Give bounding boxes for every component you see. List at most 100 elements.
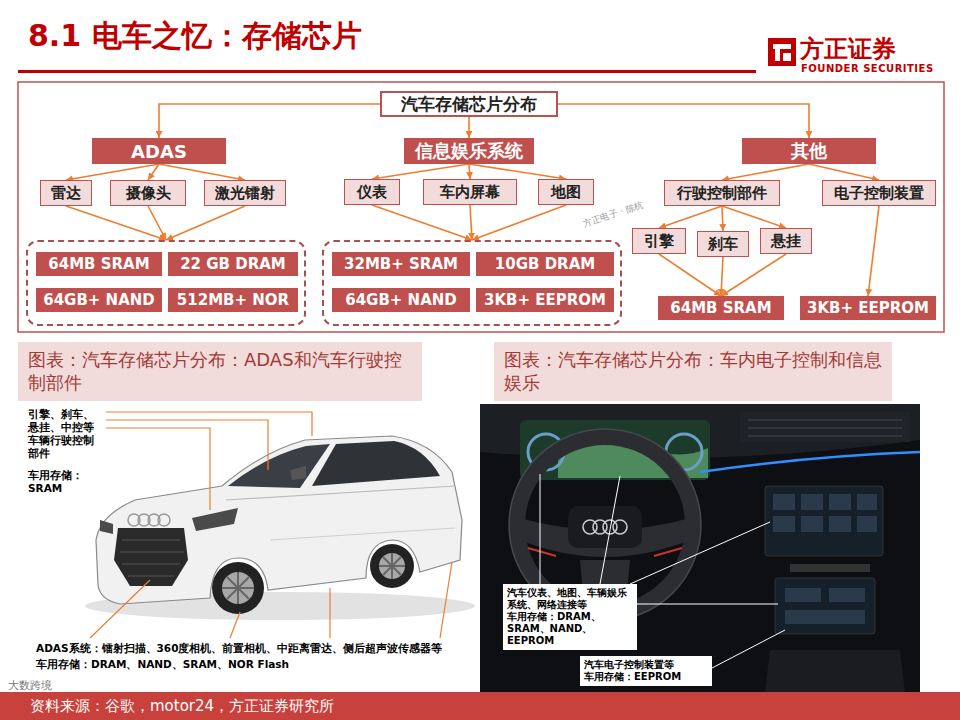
brand-name-en: FOUNDER SECURITIES <box>801 63 934 74</box>
subcategory-box: 雷达 <box>40 180 92 206</box>
memory-label: 64MB SRAM <box>48 255 149 273</box>
caption-band: 图表：汽车存储芯片分布：车内电子控制和信息娱乐 <box>494 342 892 401</box>
callout-box: 汽车电子控制装置等车用存储：EEPROM <box>580 656 712 686</box>
brand-logo <box>768 38 796 66</box>
callout-text: 车用存储：DRAM、SRAM、NAND、EEPROM <box>507 611 633 647</box>
caption-band: 图表：汽车存储芯片分布：ADAS和汽车行驶控制部件 <box>18 342 422 401</box>
box-label: 仪表 <box>357 183 387 202</box>
connector-arrow <box>809 164 879 180</box>
box-label: 车内屏幕 <box>440 183 500 202</box>
connector-arrow <box>721 254 786 296</box>
diagram-panel <box>18 82 944 332</box>
subcategory-box: 摄像头 <box>110 180 186 206</box>
callout-text: 车用存储：DRAM、NAND、SRAM、NOR Flash <box>36 658 466 671</box>
callout-text: 车用存储：SRAM <box>28 469 102 495</box>
connector-arrow <box>148 164 159 180</box>
subcategory-box: 地图 <box>538 179 594 205</box>
subcategory-box: 行驶控制部件 <box>664 180 780 206</box>
box-label: 信息娱乐系统 <box>415 139 523 163</box>
connector-arrow <box>159 104 380 138</box>
memory-label: 3KB+ EEPROM <box>484 291 606 309</box>
title-rule <box>18 70 756 73</box>
connector-arrow <box>722 206 723 231</box>
connector-arrow <box>66 206 166 240</box>
memory-box: 64MB SRAM <box>658 296 784 320</box>
connector-arrow <box>470 205 472 240</box>
box-label: 汽车存储芯片分布 <box>401 93 537 116</box>
memory-label: 3KB+ EEPROM <box>807 299 929 317</box>
category-box: 其他 <box>742 138 876 164</box>
box-label: 其他 <box>791 139 827 163</box>
subcategory-box: 激光镭射 <box>204 180 286 206</box>
memory-box: 3KB+ EEPROM <box>800 296 936 320</box>
box-label: 雷达 <box>51 184 81 203</box>
category-box: ADAS <box>92 138 226 164</box>
box-label: 刹车 <box>708 235 738 254</box>
source-text: 资料来源：谷歌，motor24，方正证券研究所 <box>30 692 960 720</box>
memory-box: 32MB+ SRAM <box>332 252 470 276</box>
connector-arrow <box>472 205 566 240</box>
caption-text: 图表：汽车存储芯片分布：ADAS和汽车行驶控制部件 <box>28 348 412 395</box>
caption-text: 图表：汽车存储芯片分布：车内电子控制和信息娱乐 <box>504 348 882 395</box>
connector-arrow <box>558 104 809 138</box>
connector-arrow <box>148 206 166 240</box>
connector-arrow <box>66 164 159 180</box>
group-box: 32MB+ SRAM 10GB DRAM 64GB+ NAND 3KB+ EEPROM <box>322 240 622 326</box>
callout-text: 汽车仪表、地图、车辆娱乐系统、网络连接等 <box>507 587 633 611</box>
connector-arrow <box>372 205 472 240</box>
box-label: 激光镭射 <box>215 184 275 203</box>
memory-box: 3KB+ EEPROM <box>476 288 614 312</box>
group-box: 64MB SRAM 22 GB DRAM 64GB+ NAND 512MB+ NOR <box>26 240 306 326</box>
callout-box: 汽车仪表、地图、车辆娱乐系统、网络连接等车用存储：DRAM、SRAM、NAND、… <box>503 584 637 650</box>
subcategory-box: 车内屏幕 <box>423 179 517 205</box>
root-box: 汽车存储芯片分布 <box>380 91 558 117</box>
leader-lines <box>90 412 452 638</box>
connector-arrow <box>159 164 245 180</box>
memory-box: 512MB+ NOR <box>168 288 298 312</box>
connector-arrow <box>468 117 470 138</box>
slide-title: 8.1 电车之忆：存储芯片 <box>28 16 362 57</box>
memory-box: 10GB DRAM <box>476 252 614 276</box>
connector-arrow <box>372 164 469 179</box>
brand-name: 方正证券 <box>800 33 896 65</box>
connector-arrow <box>721 257 723 296</box>
memory-box: 64GB+ NAND <box>332 288 470 312</box>
category-box: 信息娱乐系统 <box>404 138 534 164</box>
connector-arrow <box>722 164 809 180</box>
box-label: 摄像头 <box>126 184 171 203</box>
connector-arrow <box>469 164 566 179</box>
subcategory-box: 悬挂 <box>760 228 812 254</box>
callout-text: 车用存储：EEPROM <box>584 671 708 683</box>
box-label: 地图 <box>551 183 581 202</box>
memory-label: 64GB+ NAND <box>345 291 457 309</box>
connector-arrow <box>659 206 722 228</box>
car-exterior-picture <box>18 404 475 692</box>
callout-text: 汽车电子控制装置等 <box>584 659 708 671</box>
connector-arrow <box>659 254 721 296</box>
memory-label: 22 GB DRAM <box>180 255 286 273</box>
subcategory-box: 仪表 <box>344 179 400 205</box>
box-label: 电子控制装置 <box>834 184 924 203</box>
memory-label: 10GB DRAM <box>495 255 595 273</box>
memory-box: 64GB+ NAND <box>36 288 162 312</box>
memory-label: 64MB SRAM <box>670 299 771 317</box>
watermark: 大数跨境 <box>8 678 52 693</box>
connector-arrow <box>469 164 470 179</box>
connector-arrow <box>722 206 786 228</box>
callout-text: ADAS系统：镭射扫描、360度相机、前置相机、中距离雷达、侧后超声波传感器等 <box>36 642 466 655</box>
subcategory-box: 引擎 <box>632 228 686 254</box>
connector-arrow <box>166 206 245 240</box>
memory-label: 32MB+ SRAM <box>344 255 458 273</box>
callout-text: 引擎、刹车、悬挂、中控等车辆行驶控制部件 <box>28 408 102 461</box>
memory-box: 22 GB DRAM <box>168 252 298 276</box>
box-label: 悬挂 <box>771 232 801 251</box>
car-interior-picture <box>480 404 920 692</box>
source-band: 资料来源：谷歌，motor24，方正证券研究所 <box>0 692 960 720</box>
box-label: 行驶控制部件 <box>677 184 767 203</box>
memory-label: 512MB+ NOR <box>177 291 289 309</box>
memory-label: 64GB+ NAND <box>43 291 155 309</box>
subcategory-box: 刹车 <box>697 231 749 257</box>
box-label: ADAS <box>131 141 187 162</box>
connector-arrow <box>868 206 879 296</box>
